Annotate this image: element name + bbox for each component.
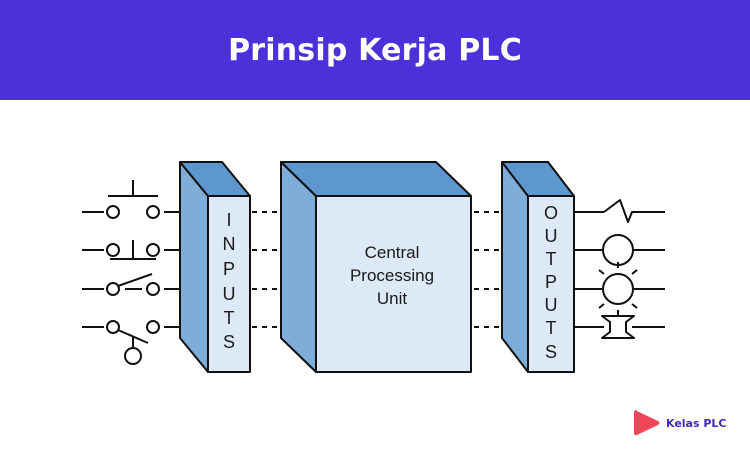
inputs-letter: P bbox=[223, 259, 235, 279]
cpu-label-line: Unit bbox=[377, 289, 408, 308]
lamp-icon bbox=[602, 234, 634, 266]
inputs-letter: S bbox=[223, 332, 235, 352]
inputs-label: I N P U T S bbox=[223, 210, 236, 352]
outputs-letter: U bbox=[545, 295, 558, 315]
outputs-letter: P bbox=[545, 272, 557, 292]
outputs-letter: O bbox=[544, 203, 558, 223]
cpu-label: Central Processing Unit bbox=[350, 243, 434, 308]
relay-coil-icon bbox=[603, 199, 645, 223]
output-lines bbox=[574, 211, 665, 328]
inputs-letter: U bbox=[223, 284, 236, 304]
push-button-nc-icon bbox=[104, 240, 164, 260]
brand-logo: Kelas PLC bbox=[630, 407, 727, 439]
outputs-letter: S bbox=[545, 342, 557, 362]
input-to-cpu-links bbox=[252, 211, 296, 328]
header-banner: Prinsip Kerja PLC bbox=[0, 0, 750, 100]
outputs-label: O U T P U T S bbox=[544, 203, 558, 362]
cpu-label-line: Central bbox=[365, 243, 420, 262]
indicator-light-icon bbox=[598, 262, 638, 316]
brand-name: Kelas PLC bbox=[666, 416, 727, 430]
toggle-switch-icon bbox=[104, 273, 164, 297]
cpu-label-line: Processing bbox=[350, 266, 434, 285]
limit-switch-icon bbox=[104, 319, 164, 365]
outputs-letter: U bbox=[545, 226, 558, 246]
outputs-letter: T bbox=[546, 318, 557, 338]
outputs-block bbox=[501, 161, 575, 373]
inputs-letter: I bbox=[226, 210, 231, 230]
push-button-no-icon bbox=[104, 180, 164, 220]
inputs-letter: T bbox=[224, 308, 235, 328]
horn-icon bbox=[601, 315, 635, 339]
page-title: Prinsip Kerja PLC bbox=[228, 32, 522, 68]
outputs-letter: T bbox=[546, 249, 557, 269]
play-logo-icon bbox=[634, 410, 660, 436]
cpu-block bbox=[280, 161, 472, 373]
cpu-to-output-links bbox=[474, 211, 518, 328]
inputs-letter: N bbox=[223, 234, 236, 254]
inputs-block bbox=[179, 161, 251, 373]
